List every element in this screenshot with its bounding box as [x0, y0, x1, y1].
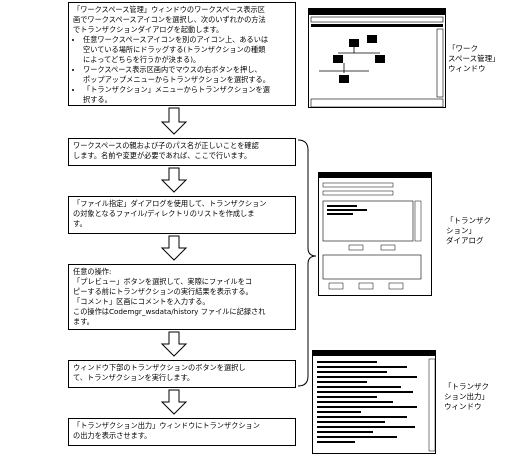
down-arrow-icon [160, 235, 188, 261]
step-1-bullet: 任意ワークスペースアイコンを別のアイコン上、あるいは 空いている場所にドラッグす… [83, 35, 291, 65]
step-3-box: 「ファイル指定」ダイアログを使用して、トランザクション の対象となるファイル/デ… [68, 196, 296, 234]
step-1-bullets: 任意ワークスペースアイコンを別のアイコン上、あるいは 空いている場所にドラッグす… [73, 35, 291, 105]
workspace-window-screenshot [308, 8, 446, 108]
step-5-text: ウィンドウ下部のトランザクションのボタンを選択し て、トランザクションを実行しま… [73, 363, 246, 382]
step-1-box: 「ワークスペース管理」ウィンドウのワークスペース表示区 画でワークスペースアイコ… [68, 2, 296, 106]
bracket-line [297, 139, 317, 387]
step-2-box: ワークスペースの親および子のパス名が正しいことを確認 します。名前や変更が必要で… [68, 138, 296, 166]
down-arrow-icon [160, 389, 188, 415]
transaction-dialog-label: 「トランザク ション」 ダイアログ [446, 216, 491, 245]
output-window-label: 「トランザク ション出力」 ウィンドウ [444, 382, 489, 411]
step-4-text: 任意の操作: 「プレビュー」ボタンを選択して、実際にファイルをコ ピーする前にト… [73, 267, 266, 326]
down-arrow-icon [160, 167, 188, 193]
step-6-text: 「トランザクション出力」ウィンドウにトランザクション の出力を表示させます。 [73, 421, 260, 440]
step-2-text: ワークスペースの親および子のパス名が正しいことを確認 します。名前や変更が必要で… [73, 141, 259, 160]
step-1-bullet: ワークスペース表示区画内でマウスの右ボタンを押し、 ポップアップメニューからトラ… [83, 65, 291, 85]
step-6-box: 「トランザクション出力」ウィンドウにトランザクション の出力を表示させます。 [68, 418, 296, 446]
step-1-intro: 「ワークスペース管理」ウィンドウのワークスペース表示区 画でワークスペースアイコ… [73, 5, 266, 34]
workspace-window-label: 「ワーク スペース管理」 ウィンドウ [448, 44, 500, 73]
down-arrow-icon [160, 331, 188, 357]
step-1-bullet: 「トランザクション」メニューからトランザクションを選 択する。 [83, 85, 291, 105]
step-5-box: ウィンドウ下部のトランザクションのボタンを選択し て、トランザクションを実行しま… [68, 360, 296, 388]
output-window-screenshot [312, 350, 436, 454]
step-3-text: 「ファイル指定」ダイアログを使用して、トランザクション の対象となるファイル/デ… [73, 199, 267, 228]
down-arrow-icon [160, 107, 188, 135]
transaction-dialog-screenshot [318, 172, 432, 296]
step-4-box: 任意の操作: 「プレビュー」ボタンを選択して、実際にファイルをコ ピーする前にト… [68, 264, 296, 330]
